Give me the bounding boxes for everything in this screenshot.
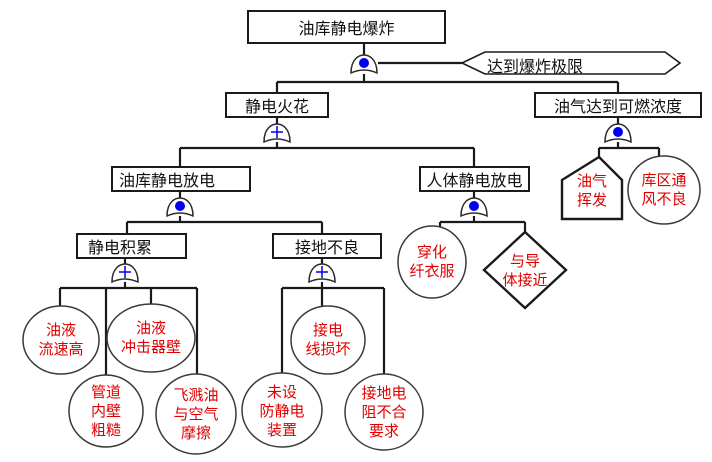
- and-gate-depot-discharge: [166, 197, 194, 218]
- basic-event-impact-wall: 油液 冲击器壁: [107, 304, 195, 372]
- label-line: 要求: [368, 421, 399, 440]
- label-line: 接地电: [361, 383, 407, 402]
- label-line: 阻不合: [361, 402, 407, 421]
- basic-event-poor-ventilation: 库区通 风不良: [628, 156, 700, 224]
- label-line: 穿化: [416, 243, 447, 261]
- event-spark: 静电火花: [225, 92, 329, 118]
- label-line: 油气: [576, 172, 607, 190]
- label-line: 与导: [509, 252, 540, 270]
- and-gate-human-discharge: [460, 197, 488, 218]
- basic-event-circle: [106, 303, 196, 373]
- basic-event-circle: [397, 225, 467, 299]
- or-gate-plus-icon: [271, 126, 283, 138]
- basic-event-pipe-rough: 管道 内壁 粗糙: [69, 375, 143, 447]
- label-line: 摩擦: [180, 423, 211, 442]
- label-line: 管道: [90, 382, 121, 401]
- label-line: 飞溅油: [173, 385, 219, 404]
- label-line: 纤衣服: [409, 262, 455, 280]
- and-gate-dot-icon: [175, 201, 185, 211]
- label-line: 风不良: [641, 190, 687, 208]
- event-human-discharge: 人体静电放电: [419, 166, 530, 192]
- basic-event-wire-damage: 接电 线损坏: [291, 306, 365, 374]
- event-depot-discharge: 油库静电放电: [111, 166, 251, 192]
- label-line: 库区通: [641, 171, 687, 189]
- basic-event-no-device: 未设 防静电 装置: [242, 374, 322, 448]
- basic-event-circle: [155, 373, 237, 455]
- and-gate-vapor: [604, 123, 632, 144]
- event-grounding: 接地不良: [272, 233, 382, 259]
- or-gate-spark: [263, 123, 291, 144]
- label-line: 体接近: [502, 271, 548, 289]
- label-line: 装置: [266, 420, 297, 439]
- event-vapor: 油气达到可燃浓度: [534, 92, 702, 118]
- condition-label: 达到爆炸极限: [487, 57, 584, 76]
- label-line: 流速高: [38, 340, 84, 358]
- label-line: 油液: [45, 321, 76, 339]
- basic-event-circle: [290, 305, 366, 375]
- undeveloped-event-contact-conductor: 与导 体接近: [495, 236, 555, 306]
- label-line: 接电: [312, 321, 343, 339]
- basic-event-splash: 飞溅油 与空气 摩擦: [156, 376, 236, 452]
- or-gate-grounding: [308, 263, 336, 284]
- basic-event-circle: [22, 305, 100, 375]
- label-line: 与空气: [173, 404, 219, 423]
- house-event: [560, 155, 624, 221]
- basic-event-circle: [68, 374, 144, 448]
- basic-event-circle: [344, 373, 424, 451]
- label-line: 油液: [135, 319, 166, 337]
- label-line: 冲击器壁: [120, 338, 181, 356]
- basic-event-circle: [241, 372, 323, 448]
- or-gate-plus-icon: [119, 266, 131, 278]
- house-event-oil-evaporation: 油气 挥发: [562, 168, 622, 214]
- basic-event-circle: [627, 155, 701, 225]
- label-line: 挥发: [576, 191, 607, 209]
- undeveloped-event-diamond: [482, 230, 568, 310]
- label-line: 未设: [266, 382, 297, 401]
- or-gate-plus-icon: [316, 266, 328, 278]
- basic-event-resistance: 接地电 阻不合 要求: [345, 374, 423, 450]
- event-accumulation: 静电积累: [76, 233, 187, 259]
- top-event-box: 油库静电爆炸: [247, 10, 446, 44]
- and-gate-top: [350, 54, 378, 75]
- label-line: 粗糙: [90, 420, 121, 439]
- label-line: 防静电: [259, 401, 305, 420]
- basic-event-flow-speed: 油液 流速高: [23, 306, 99, 374]
- or-gate-accumulation: [111, 263, 139, 284]
- condition-hexagon: [460, 51, 682, 75]
- and-gate-dot-icon: [359, 58, 369, 68]
- and-gate-dot-icon: [469, 201, 479, 211]
- label-line: 线损坏: [305, 340, 351, 358]
- label-line: 内壁: [90, 401, 121, 420]
- basic-event-synthetic-clothes: 穿化 纤衣服: [398, 226, 466, 298]
- and-gate-dot-icon: [613, 127, 623, 137]
